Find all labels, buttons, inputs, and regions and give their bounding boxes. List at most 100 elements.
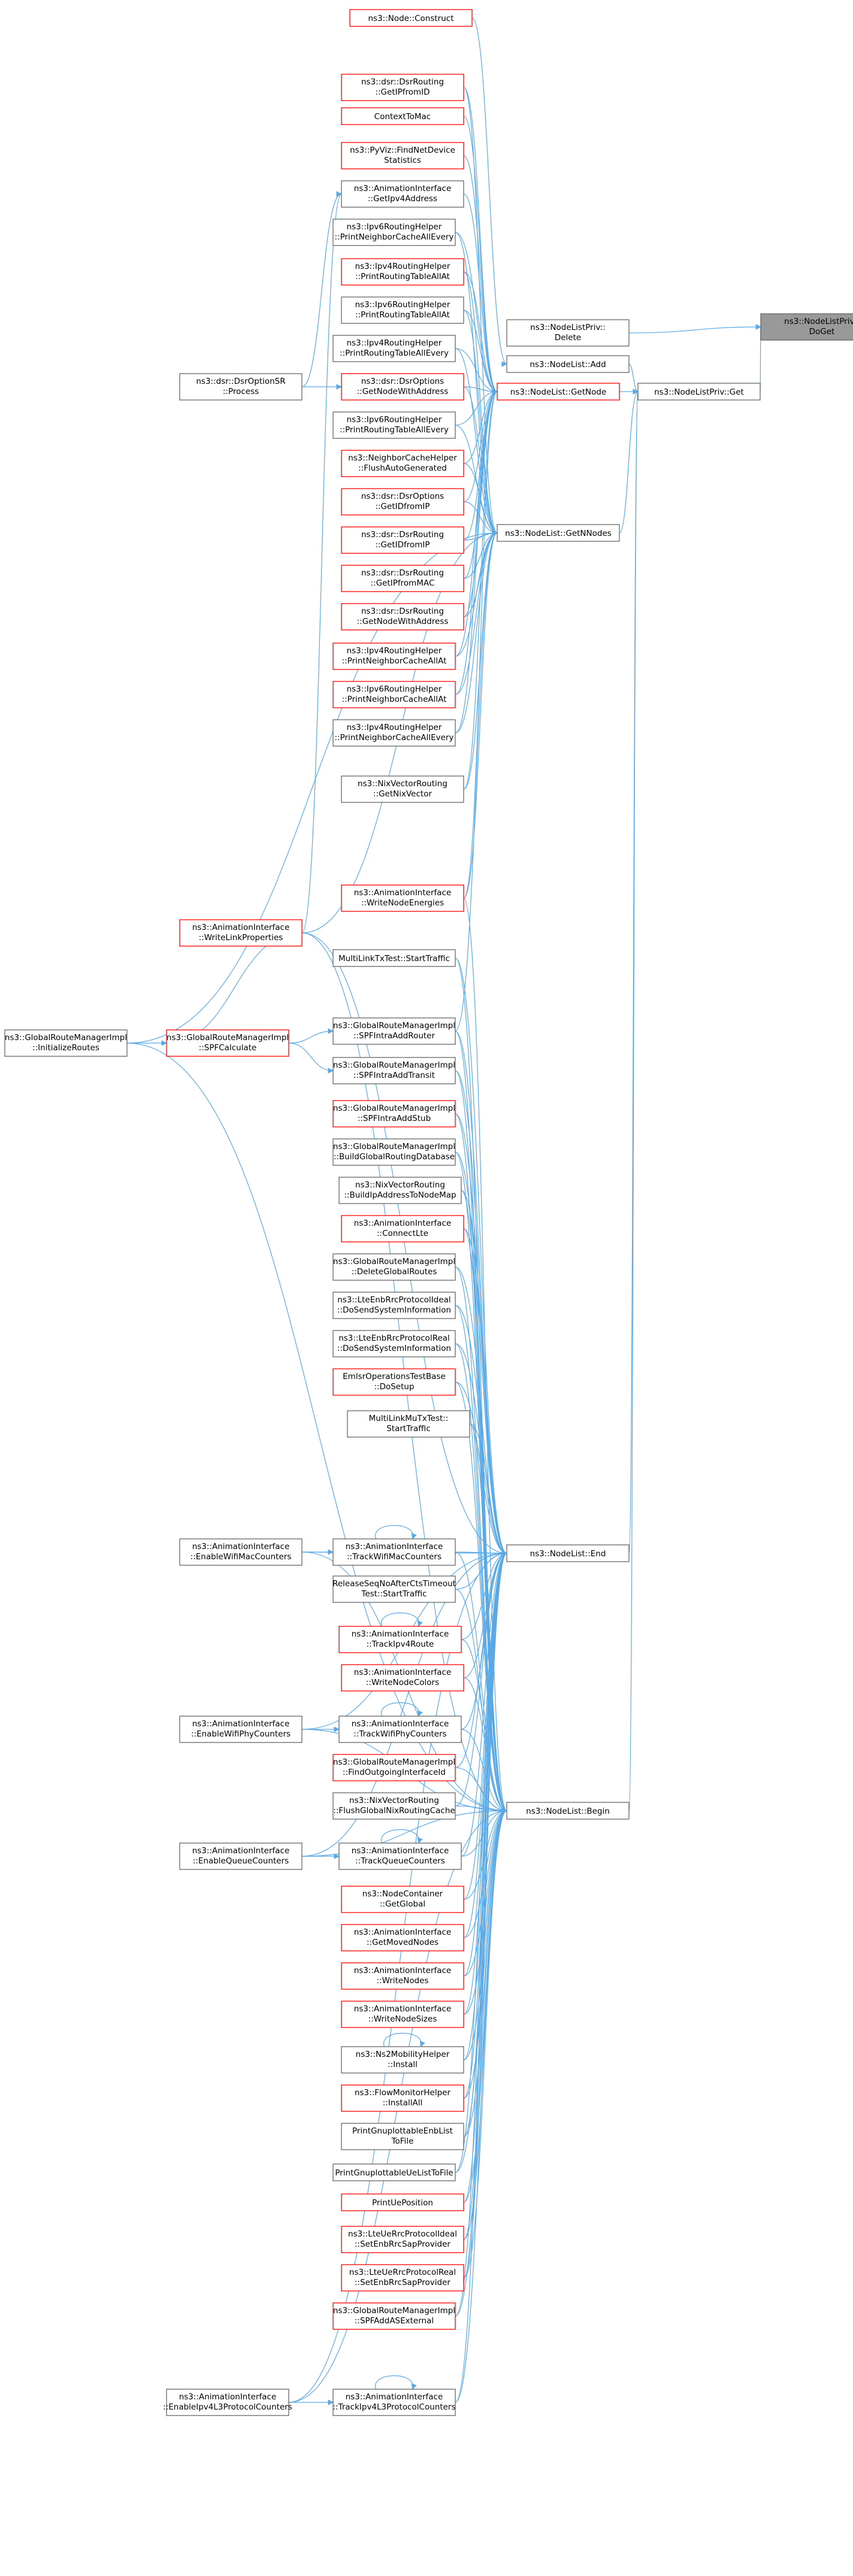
node-box [341,450,464,477]
node-spfaddasext[interactable]: ns3::GlobalRouteManagerImpl::SPFAddASExt… [332,2302,456,2330]
node-delete[interactable]: ns3::NodeListPriv::Delete [506,319,630,347]
node-writenodecolors[interactable]: ns3::AnimationInterface::WriteNodeColors [341,1664,464,1692]
node-trackqueue[interactable]: ns3::AnimationInterface::TrackQueueCount… [338,1842,462,1870]
edge-end-to-get [628,390,639,1554]
node-spfintraaddrouter[interactable]: ns3::GlobalRouteManagerImpl::SPFIntraAdd… [332,1017,456,1045]
node-contexttomac[interactable]: ContextToMac [341,107,464,125]
node-writenodesizes[interactable]: ns3::AnimationInterface::WriteNodeSizes [341,2001,464,2028]
node-emlsrsetup[interactable]: EmlsrOperationsTestBase::DoSetup [332,1368,456,1396]
node-ipv4tableallevery[interactable]: ns3::Ipv4RoutingHelper::PrintRoutingTabl… [332,335,456,362]
edge-trackqueue-to-end [461,1550,507,1857]
node-dsrprocess[interactable]: ns3::dsr::DsrOptionSR::Process [179,373,303,401]
node-label: ns3::AnimationInterface [352,1719,449,1729]
node-mlstarttraffic2[interactable]: MultiLinkMuTxTest::StartTraffic [347,1410,470,1438]
node-getnixvector[interactable]: ns3::NixVectorRouting::GetNixVector [341,775,464,803]
node-trackwifiphy[interactable]: ns3::AnimationInterface::TrackWifiPhyCou… [338,1716,462,1743]
node-label: ::EnableIpv4L3ProtocolCounters [163,2402,292,2412]
node-enableipv4l3[interactable]: ns3::AnimationInterface::EnableIpv4L3Pro… [163,2389,292,2416]
node-flowmonitor[interactable]: ns3::FlowMonitorHelper::InstallAll [341,2084,464,2112]
edge-layer [126,17,761,2405]
node-getnnodes[interactable]: ns3::NodeList::GetNNodes [497,524,620,542]
node-mlstarttraffic[interactable]: MultiLinkTxTest::StartTraffic [332,949,456,967]
node-ipv4tableallat[interactable]: ns3::Ipv4RoutingHelper::PrintRoutingTabl… [341,258,464,286]
node-printuepos[interactable]: PrintUePosition [341,2193,464,2211]
node-box [338,1177,462,1204]
node-lteuerrcideal[interactable]: ns3::LteUeRrcProtocolIdeal::SetEnbRrcSap… [341,2226,464,2253]
node-enablewifiphy[interactable]: ns3::AnimationInterface::EnableWifiPhyCo… [179,1716,303,1743]
node-begin[interactable]: ns3::NodeList::Begin [506,1802,630,1820]
node-construct[interactable]: ns3::Node::Construct [349,9,473,27]
node-ipv6tableallevery[interactable]: ns3::Ipv6RoutingHelper::PrintRoutingTabl… [332,411,456,439]
node-label: PrintUePosition [372,2198,433,2208]
node-label: ::SPFIntraAddStub [358,1114,431,1123]
edge-ipv6neighallat-to-getnode [455,389,498,695]
node-label: ns3::LteEnbRrcProtocolReal [338,1334,450,1343]
node-routgetnodewithaddr[interactable]: ns3::dsr::DsrRouting::GetNodeWithAddress [341,603,464,631]
node-box [179,1538,303,1566]
node-enablequeue[interactable]: ns3::AnimationInterface::EnableQueueCoun… [179,1842,303,1870]
node-writelinkprops[interactable]: ns3::AnimationInterface::WriteLinkProper… [179,919,303,947]
node-flushglobalnix[interactable]: ns3::NixVectorRouting::FlushGlobalNixRou… [332,1792,456,1820]
node-getipfromid[interactable]: ns3::dsr::DsrRouting::GetIPfromID [341,74,464,101]
node-spfcalc[interactable]: ns3::GlobalRouteManagerImpl::SPFCalculat… [166,1029,289,1057]
node-releaseseq[interactable]: ReleaseSeqNoAfterCtsTimeoutTest::StartTr… [332,1575,456,1603]
node-trackipv4l3[interactable]: ns3::AnimationInterface::TrackIpv4L3Prot… [332,2389,456,2416]
node-box [347,1410,470,1438]
node-ns2mobility[interactable]: ns3::Ns2MobilityHelper::Install [341,2046,464,2074]
node-ltereal[interactable]: ns3::LteEnbRrcProtocolReal::DoSendSystem… [332,1330,456,1357]
node-get[interactable]: ns3::NodeListPriv::Get [637,383,761,401]
node-ipv4neighallat[interactable]: ns3::Ipv4RoutingHelper::PrintNeighborCac… [332,643,456,670]
node-spfintraaddstub[interactable]: ns3::GlobalRouteManagerImpl::SPFIntraAdd… [332,1100,456,1128]
node-box [341,373,464,401]
edge-writenodeenergies-to-getnode [463,389,498,899]
node-ipv6neighallat[interactable]: ns3::Ipv6RoutingHelper::PrintNeighborCac… [332,681,456,708]
node-initroutes[interactable]: ns3::GlobalRouteManagerImpl::InitializeR… [4,1029,128,1057]
node-add[interactable]: ns3::NodeList::Add [506,355,630,373]
node-label: ns3::NodeList::Begin [526,1807,610,1816]
node-getipv4addr[interactable]: ns3::AnimationInterface::GetIpv4Address [341,180,464,208]
node-enablewifimac[interactable]: ns3::AnimationInterface::EnableWifiMacCo… [179,1538,303,1566]
node-box [349,9,473,27]
edge-add-to-get [628,363,639,395]
edge-ipv4neighallevery-to-getnnodes [455,530,498,734]
node-routgetidfromip[interactable]: ns3::dsr::DsrRouting::GetIDfromIP [341,526,464,554]
node-getipfrommac[interactable]: ns3::dsr::DsrRouting::GetIPfromMAC [341,565,464,592]
node-spfintraaddtransit[interactable]: ns3::GlobalRouteManagerImpl::SPFIntraAdd… [332,1057,456,1084]
node-buildipaddr[interactable]: ns3::NixVectorRouting::BuildIpAddressToN… [338,1177,462,1204]
node-buildglobaldb[interactable]: ns3::GlobalRouteManagerImpl::BuildGlobal… [332,1138,456,1166]
node-nodecontainer[interactable]: ns3::NodeContainer::GetGlobal [341,1886,464,1913]
edge-writenodesizes-to-end [463,1550,507,2015]
node-ipv6tableallat[interactable]: ns3::Ipv6RoutingHelper::PrintRoutingTabl… [341,296,464,324]
node-getnodewithaddr[interactable]: ns3::dsr::DsrOptions::GetNodeWithAddress [341,373,464,401]
node-label: ::DoSendSystemInformation [337,1305,451,1315]
node-lteuerrcreal[interactable]: ns3::LteUeRrcProtocolReal::SetEnbRrcSapP… [341,2264,464,2292]
node-optgetidfromip[interactable]: ns3::dsr::DsrOptions::GetIDfromIP [341,488,464,516]
node-root[interactable]: ns3::NodeListPriv::DoGet [760,313,853,341]
edge-enablequeue-to-begin [301,1808,507,1857]
node-label: ns3::AnimationInterface [354,184,452,193]
node-lteideal[interactable]: ns3::LteEnbRrcProtocolIdeal::DoSendSyste… [332,1292,456,1319]
node-printgnuplotue[interactable]: PrintGnuplottableUeListToFile [332,2163,456,2181]
node-getnode[interactable]: ns3::NodeList::GetNode [497,383,620,401]
node-label: ::PrintRoutingTableAllEvery [340,425,449,435]
node-deleteglobal[interactable]: ns3::GlobalRouteManagerImpl::DeleteGloba… [332,1253,456,1281]
node-findoutgoing[interactable]: ns3::GlobalRouteManagerImpl::FindOutgoin… [332,1754,456,1781]
node-trackwifimac[interactable]: ns3::AnimationInterface::TrackWifiMacCou… [332,1538,456,1566]
node-end[interactable]: ns3::NodeList::End [506,1544,630,1562]
node-box [341,775,464,803]
node-writenodes[interactable]: ns3::AnimationInterface::WriteNodes [341,1962,464,1990]
node-box [497,524,620,542]
node-ipv6neighall[interactable]: ns3::Ipv6RoutingHelper::PrintNeighborCac… [332,219,456,246]
node-label: ::DoSetup [374,1382,414,1392]
node-label: ns3::AnimationInterface [192,1846,290,1856]
node-connectlte[interactable]: ns3::AnimationInterface::ConnectLte [341,1215,464,1242]
node-label: ns3::AnimationInterface [346,1542,443,1551]
node-getmovednodes[interactable]: ns3::AnimationInterface::GetMovedNodes [341,1924,464,1951]
node-ipv4neighallevery[interactable]: ns3::Ipv4RoutingHelper::PrintNeighborCac… [332,719,456,747]
node-flushauto[interactable]: ns3::NeighborCacheHelper::FlushAutoGener… [341,450,464,477]
node-writenodeenergies[interactable]: ns3::AnimationInterface::WriteNodeEnergi… [341,884,464,912]
edge-spfaddasext-to-end [455,1550,507,2317]
node-trackipv4route[interactable]: ns3::AnimationInterface::TrackIpv4Route [338,1626,462,1653]
